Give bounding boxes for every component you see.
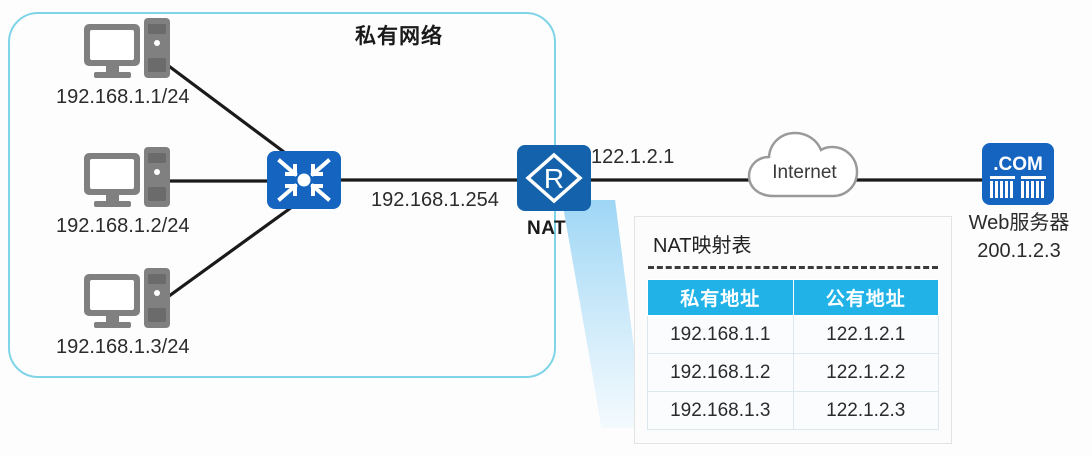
column-header-private-address: 私有地址 xyxy=(647,279,794,316)
gateway-address-label: 192.168.1.254 xyxy=(371,189,499,211)
internet-cloud[interactable] xyxy=(747,126,862,208)
cell-private-address: 192.168.1.1 xyxy=(647,315,794,354)
web-server-name: Web服务器 xyxy=(968,212,1070,234)
column-header-public-address: 公有地址 xyxy=(792,279,939,316)
host-pc-1-label: 192.168.1.1/24 xyxy=(56,86,190,108)
internet-label: Internet xyxy=(772,162,837,183)
router-icon: R xyxy=(517,145,591,211)
nat-table-title: NAT映射表 xyxy=(653,235,752,257)
web-server-label-block: Web服务器 200.1.2.3 xyxy=(955,209,1083,265)
host-pc-1[interactable] xyxy=(82,18,186,84)
cell-private-address: 192.168.1.3 xyxy=(647,391,794,430)
cell-public-address: 122.1.2.1 xyxy=(792,315,939,354)
cell-private-address: 192.168.1.2 xyxy=(647,353,794,392)
dot-com-server-icon: .COM xyxy=(982,143,1054,205)
nat-mapping-table-panel: NAT映射表 私有地址 公有地址 192.168.1.1 122.1.2.1 1… xyxy=(634,216,952,444)
pc-icon xyxy=(84,18,170,78)
table-row[interactable]: 192.168.1.1 122.1.2.1 xyxy=(647,315,939,354)
web-server-address: 200.1.2.3 xyxy=(977,240,1061,262)
nat-mapping-table: 私有地址 公有地址 192.168.1.1 122.1.2.1 192.168.… xyxy=(647,279,939,430)
pc-icon xyxy=(84,147,170,207)
cell-public-address: 122.1.2.3 xyxy=(792,391,939,430)
host-pc-2-label: 192.168.1.2/24 xyxy=(56,215,190,237)
switch-device[interactable] xyxy=(267,151,341,209)
web-server-device[interactable]: .COM xyxy=(982,143,1054,205)
nat-router-label: NAT xyxy=(527,218,567,239)
nat-wan-address-label: 122.1.2.1 xyxy=(591,146,675,168)
host-pc-3-label: 192.168.1.3/24 xyxy=(56,336,190,358)
private-network-title: 私有网络 xyxy=(355,25,443,48)
cell-public-address: 122.1.2.2 xyxy=(792,353,939,392)
switch-icon xyxy=(267,151,341,209)
svg-text:.COM: .COM xyxy=(993,154,1043,175)
cloud-icon xyxy=(747,131,859,198)
nat-router-device[interactable]: R xyxy=(517,145,591,211)
table-row[interactable]: 192.168.1.2 122.1.2.2 xyxy=(647,353,939,392)
callout-funnel xyxy=(562,200,644,428)
host-pc-3[interactable] xyxy=(82,268,186,334)
table-row[interactable]: 192.168.1.3 122.1.2.3 xyxy=(647,391,939,430)
pc-icon xyxy=(84,268,170,328)
nat-table-divider xyxy=(648,266,938,269)
svg-text:R: R xyxy=(544,163,564,194)
table-header-row: 私有地址 公有地址 xyxy=(647,279,939,316)
host-pc-2[interactable] xyxy=(82,147,186,213)
